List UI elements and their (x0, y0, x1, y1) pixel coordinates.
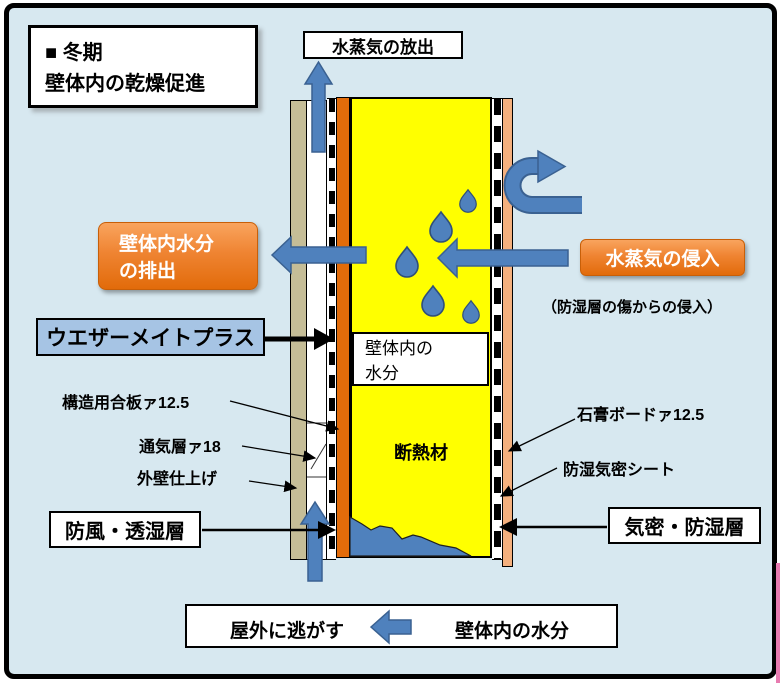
wall-moisture-line2: 水分 (365, 364, 399, 383)
escape-outdoors-label: 屋外に逃がす (230, 621, 345, 642)
gypsum-board-layer (502, 98, 513, 567)
vapor-intrusion-label: 水蒸気の侵入 (605, 249, 720, 270)
vapor-release-label: 水蒸気の放出 (332, 37, 434, 57)
airtight-box: 気密・防湿層 (608, 507, 761, 544)
bottom-wall-moisture-label: 壁体内の水分 (455, 621, 570, 642)
intrusion-note: （防湿層の傷からの侵入） (542, 299, 723, 316)
windproof-box: 防風・透湿層 (49, 511, 201, 548)
structural-plywood-layer (336, 97, 350, 558)
airtight-label: 気密・防湿層 (624, 517, 745, 539)
moisture-export-line1: 壁体内水分 (119, 234, 215, 255)
ventilation-gap-layer (306, 100, 327, 560)
right-edge-artifact (776, 563, 780, 683)
windproof-membrane-layer (327, 98, 336, 560)
insulation-label: 断熱材 (394, 443, 448, 463)
wall-moisture-box: 壁体内の 水分 (352, 332, 489, 386)
exterior-finish-label: 外壁仕上げ (137, 471, 218, 488)
moisture-export-line2: の排出 (119, 261, 177, 282)
windproof-label: 防風・透湿層 (65, 521, 185, 543)
vapor-sheet-label: 防湿気密シート (563, 462, 676, 479)
exterior-finish-layer (290, 100, 307, 560)
insulation-layer (350, 97, 492, 558)
dashed-membrane-pattern (328, 99, 335, 559)
bottom-summary-box: 屋外に逃がす 壁体内の水分 (185, 604, 618, 648)
dashed-barrier-pattern (493, 99, 501, 559)
weathermate-box: ウエザーメイトプラス (36, 318, 265, 356)
moisture-export-box: 壁体内水分 の排出 (98, 222, 258, 290)
vapor-barrier-layer (492, 98, 502, 560)
gypsum-label: 石膏ボードァ12.5 (577, 407, 705, 424)
title-box: ■ 冬期 壁体内の乾燥促進 (28, 25, 258, 108)
weathermate-label: ウエザーメイトプラス (46, 327, 255, 350)
vent-layer-label: 通気層ァ18 (139, 439, 221, 456)
title-line2: 壁体内の乾燥促進 (45, 73, 205, 95)
vapor-intrusion-box: 水蒸気の侵入 (580, 239, 745, 276)
vapor-release-box: 水蒸気の放出 (303, 31, 463, 59)
wall-moisture-line1: 壁体内の (365, 339, 433, 358)
plywood-label: 構造用合板ァ12.5 (62, 395, 190, 412)
title-line1: ■ 冬期 (45, 42, 103, 64)
